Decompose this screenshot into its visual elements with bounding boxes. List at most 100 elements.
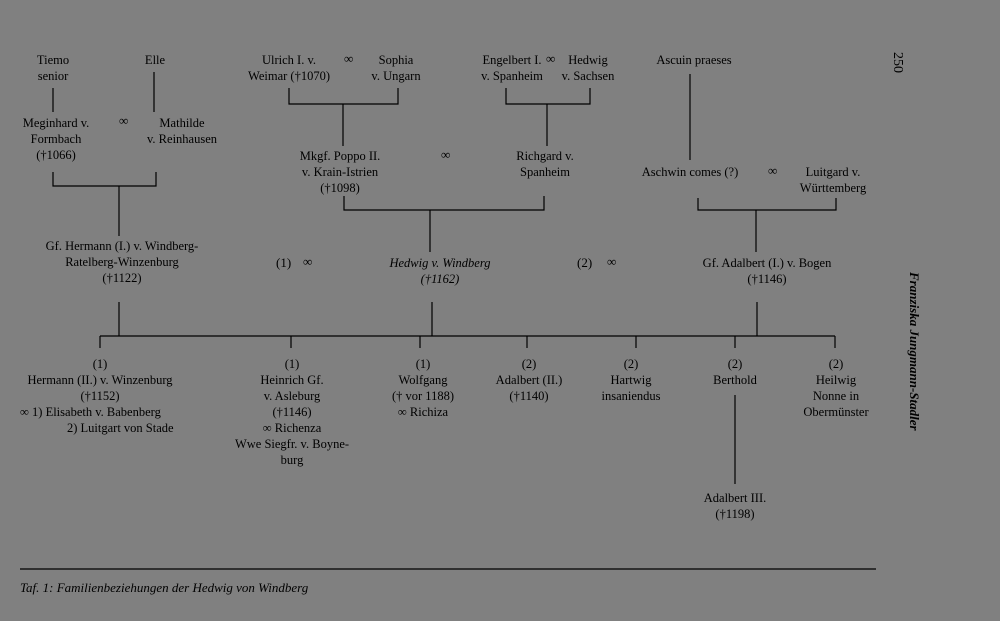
person-engelbert: Engelbert I.v. Spanheim [481, 52, 543, 84]
name-line: (2) [727, 357, 743, 371]
author-name: Franziska Jungmann-Stadler [907, 272, 922, 431]
marriage-meginhard-mathilde: ∞ [119, 113, 129, 128]
marriage-aschwin-luitgard: ∞ [768, 163, 778, 178]
name-line: (†1122) [102, 271, 142, 285]
name-line: Richgard v. [516, 149, 574, 163]
name-line: Nonne in [812, 389, 860, 403]
person-richgard: Richgard v. Spanheim [516, 148, 574, 180]
child-hermann-ii: (1) Hermann (II.) v. Winzenburg (†1152) [27, 356, 172, 404]
name-line: (1) [284, 357, 300, 371]
person-meginhard: Meginhard v. Formbach (†1066) [23, 115, 90, 163]
person-sophia: Sophia v. Ungarn [371, 52, 420, 84]
person-aschwin: Aschwin comes (?) [642, 164, 739, 180]
name-line: v. Ungarn [371, 69, 421, 83]
name-line: Elle [144, 53, 166, 67]
name-line: Aschwin comes (?) [641, 165, 739, 179]
name-line: Hermann (II.) v. Winzenburg [27, 373, 173, 387]
bracket-meginhard-mathilde [52, 172, 157, 187]
name-line: Heinrich Gf. [260, 373, 324, 387]
person-ulrich: Ulrich I. v. Weimar (†1070) [248, 52, 330, 84]
name-line: Hedwig v. Windberg [389, 256, 491, 270]
person-luitgard: Luitgard v. Württemberg [800, 164, 866, 196]
person-hermann-i: Gf. Hermann (I.) v. Windberg- Ratelberg-W… [46, 238, 199, 286]
child-heinrich: (1)Heinrich Gf.v. Asleburg(†1146)∞ Riche… [235, 356, 349, 468]
child-wolfgang: (1) Wolfgang († vor 1188) ∞ Richiza [392, 356, 454, 420]
name-line: senior [37, 69, 69, 83]
name-line: (†1152) [80, 389, 120, 403]
name-line: (†1146) [747, 272, 787, 286]
hermann-ii-wife-1: ∞ 1) Elisabeth v. Babenberg [20, 405, 161, 419]
marriage-2-symbol: ∞ [607, 254, 617, 269]
name-line: (1) [92, 357, 108, 371]
name-line: Spanheim [519, 165, 570, 179]
page-number: 250 [890, 52, 905, 73]
name-line: (†1066) [36, 148, 76, 162]
name-line: (2) [828, 357, 844, 371]
name-line: Ulrich I. v. [261, 53, 317, 67]
person-tiemo: Tiemo senior [37, 52, 69, 84]
name-line: (2) [521, 357, 537, 371]
name-line: Ascuin praeses [656, 53, 732, 67]
name-line: (†1198) [715, 507, 755, 521]
name-line: Ratelberg-Winzenburg [65, 255, 179, 269]
name-line: Luitgard v. [805, 165, 861, 179]
name-line: (†1162) [420, 272, 460, 286]
name-line: (1) [415, 357, 431, 371]
name-line: († vor 1188) [391, 389, 455, 403]
name-line: Wolfgang [398, 373, 448, 387]
child-hartwig: (2) Hartwig insaniendus [601, 356, 660, 404]
person-adalbert-i: Gf. Adalbert (I.) v. Bogen (†1146) [703, 255, 832, 287]
name-line: burg [280, 453, 304, 467]
person-hedwig-sachsen: Hedwig v. Sachsen [562, 52, 615, 84]
marriage-label-1: (1) [276, 255, 292, 270]
name-line: v. Krain-Istrien [301, 165, 379, 179]
name-line: Mathilde [159, 116, 205, 130]
name-line: v. Reinhausen [146, 132, 218, 146]
person-poppo: Mkgf. Poppo II. v. Krain-Istrien (†1098) [300, 148, 381, 196]
name-line: Adalbert III. [703, 491, 767, 505]
person-adalbert-iii: Adalbert III. (†1198) [704, 490, 766, 522]
person-elle: Elle [145, 52, 165, 68]
name-line: Sophia [378, 53, 414, 67]
name-line: (2) [623, 357, 639, 371]
name-line: Württemberg [799, 181, 867, 195]
name-line: Tiemo [36, 53, 70, 67]
child-adalbert-ii: (2) Adalbert (II.) (†1140) [496, 356, 563, 404]
name-line: Wwe Siegfr. v. Boyne- [234, 437, 350, 451]
hermann-ii-wife-2: 2) Luitgart von Stade [67, 421, 174, 435]
name-line: (†1146) [272, 405, 312, 419]
name-line: Obermünster [803, 405, 869, 419]
name-line: v. Sachsen [561, 69, 615, 83]
marriage-poppo-richgard: ∞ [441, 147, 451, 162]
name-line: Hartwig [610, 373, 652, 387]
bracket-engelbert-hedwig [505, 88, 591, 105]
name-line: Gf. Hermann (I.) v. Windberg- [45, 239, 199, 253]
marriage-engelbert-hedwig: ∞ [546, 51, 556, 66]
name-line: Meginhard v. [22, 116, 90, 130]
name-line: insaniendus [601, 389, 661, 403]
name-line: Engelbert I. [482, 53, 542, 67]
name-line: Mkgf. Poppo II. [299, 149, 381, 163]
name-line: Adalbert (II.) [495, 373, 563, 387]
name-line: (†1140) [509, 389, 549, 403]
name-line: v. Asleburg [263, 389, 321, 403]
figure-caption: Taf. 1: Familienbeziehungen der Hedwig v… [20, 580, 309, 595]
name-line: ∞ Richiza [397, 405, 449, 419]
bracket-aschwin-luitgard [697, 198, 837, 211]
person-mathilde: Mathilde v. Reinhausen [147, 115, 217, 147]
child-berthold: (2) Berthold [713, 356, 757, 388]
name-line: Hedwig [568, 53, 608, 67]
name-line: Gf. Adalbert (I.) v. Bogen [702, 256, 832, 270]
name-line: Heilwig [815, 373, 857, 387]
marriage-label-2: (2) [577, 255, 593, 270]
name-line: Berthold [713, 373, 757, 387]
name-line: Formbach [30, 132, 82, 146]
name-line: (†1098) [320, 181, 360, 195]
bracket-poppo-richgard [343, 196, 545, 211]
person-ascuin: Ascuin praeses [656, 52, 731, 68]
name-line: Weimar (†1070) [248, 69, 330, 83]
marriage-1-symbol: ∞ [303, 254, 313, 269]
